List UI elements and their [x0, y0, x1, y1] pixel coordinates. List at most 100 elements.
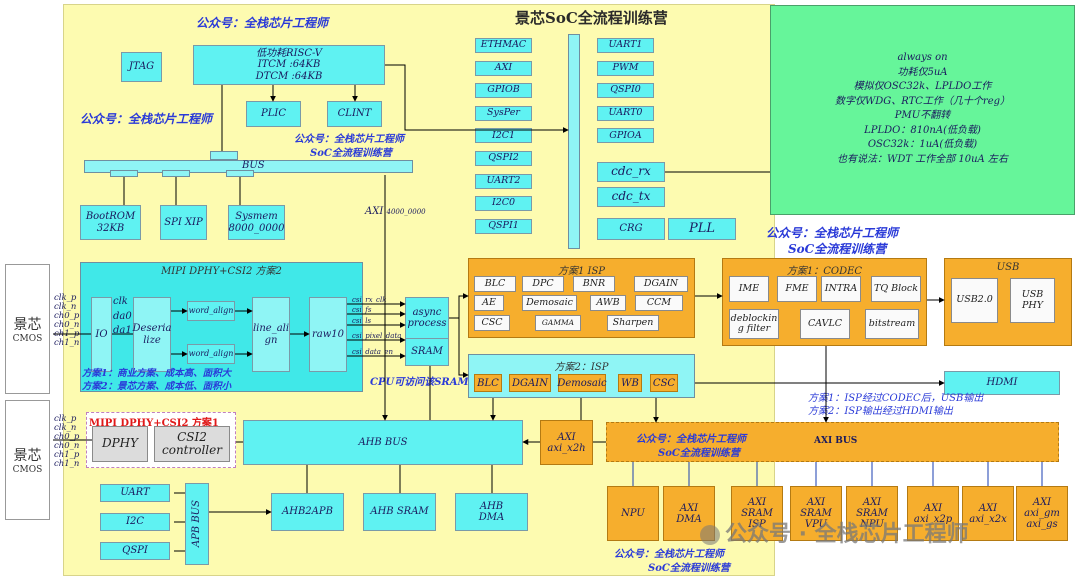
- watermark-axi1: 公众号：全栈芯片工程师: [636, 434, 746, 445]
- periph-ethmac: ETHMAC: [475, 38, 532, 53]
- watermark-left: 公众号：全栈芯片工程师: [80, 112, 213, 126]
- axi-master-line1: AXI: [862, 497, 882, 508]
- mipi-io: IO: [91, 297, 112, 372]
- periph-pwm: PWM: [597, 60, 654, 76]
- isp1-ccm: CCM: [635, 295, 683, 311]
- csi2-controller-block: CSI2 controller: [154, 426, 230, 462]
- axi-master-line1: AXI: [679, 502, 699, 514]
- usb-title: USB: [996, 262, 1020, 273]
- always-on-line: PMU不翻转: [894, 110, 951, 121]
- axi-bus-label: AXI BUS: [814, 436, 858, 446]
- diagram-title: 景芯SoC全流程训练营: [515, 9, 668, 27]
- ahb-dma-block: AHB DMA: [455, 493, 528, 531]
- sensor2-pin: ch1_p: [54, 450, 80, 460]
- bus-tap-1: [110, 170, 138, 177]
- mipi-note2: 方案2：景芯方案、成本低、面积小: [82, 381, 232, 392]
- usb2-block: USB2.0: [951, 278, 998, 323]
- bus-tap-2: [162, 170, 190, 177]
- apb-bus: APB BUS: [185, 483, 209, 565]
- sysmem-line1: Sysmem: [235, 211, 278, 223]
- bootrom-block: BootROM 32KB: [80, 205, 141, 240]
- sensor2-pin: ch0_p: [54, 432, 80, 442]
- axi-master-line2: axi_x2x: [969, 513, 1007, 525]
- watermark-isp1: 公众号：全栈芯片工程师: [766, 226, 899, 240]
- ahb-dma-line2: DMA: [478, 512, 505, 523]
- codec-block-item: CAVLC: [800, 309, 850, 339]
- apb-qspi: QSPI: [100, 542, 170, 560]
- crg-block: CRG: [597, 218, 665, 240]
- axi-master-line2: SRAM: [800, 508, 832, 519]
- codec-block-item: TQ Block: [871, 276, 921, 302]
- always-on-line: 数字仅WDG、RTC工作（几十个reg）: [834, 95, 1011, 107]
- wire-to-isp1: [458, 293, 469, 318]
- periph-axi: AXI: [475, 60, 532, 76]
- deserialize-block: Deseria lize: [133, 297, 171, 372]
- isp1-ae: AE: [474, 295, 504, 311]
- axi-master-line3: NPU: [860, 519, 884, 530]
- sram-block: SRAM: [405, 338, 449, 366]
- watermark-mid1: 公众号：全栈芯片工程师: [294, 134, 404, 145]
- ahb2apb-block: AHB2APB: [271, 493, 344, 531]
- axi-label: AXI 4000_0000: [365, 206, 426, 217]
- periph-i2c1: I2C1: [475, 128, 532, 144]
- async-process-block: async process: [405, 297, 449, 339]
- mipi-note1: 方案1：商业方案、成本高、面积大: [82, 368, 232, 379]
- cmos-sensor-2: 景芯 CMOS: [5, 400, 50, 520]
- isp2-blc: BLC: [474, 374, 502, 392]
- watermark-isp2: SoC全流程训练营: [788, 242, 887, 256]
- isp1-dpc: DPC: [522, 276, 564, 292]
- clint-block: CLINT: [327, 101, 382, 127]
- csi-signal: csi_rx_clk: [352, 296, 387, 304]
- cpu-access-note: CPU可访问该SRAM: [370, 377, 469, 388]
- codec-block-item: bitstream: [865, 309, 919, 339]
- bootrom-line1: BootROM: [85, 211, 136, 223]
- always-on-line: 功耗仅5uA: [897, 66, 948, 78]
- spi-xip-block: SPI XIP: [160, 205, 207, 240]
- axi-master-line1: AXI: [1032, 497, 1052, 508]
- axi-master-line2: SRAM: [856, 508, 888, 519]
- cpu-line1: 低功耗RISC-V: [256, 48, 322, 60]
- periph-uart1: UART1: [597, 38, 654, 53]
- axi-bus: [606, 422, 1059, 462]
- sensor1-sub: CMOS: [12, 334, 43, 344]
- mipi-pin-da0: da0: [113, 311, 132, 322]
- watermark-axi2: SoC全流程训练营: [658, 448, 740, 459]
- jtag-block: JTAG: [121, 52, 162, 82]
- mipi-pin-da1: da1: [113, 325, 132, 336]
- isp1-title: 方案1 ISP: [557, 266, 606, 277]
- axi-master-line2: axi_x2p: [913, 513, 953, 525]
- axi-x2h-block: AXI axi_x2h: [540, 420, 593, 465]
- logo-watermark: 公众号 · 全栈芯片工程师: [700, 516, 969, 548]
- raw10-block: raw10: [309, 297, 347, 372]
- watermark-mid2: SoC全流程训练营: [310, 148, 392, 159]
- periph-gpiob: GPIOB: [475, 83, 532, 99]
- axi-master-line1: AXI: [978, 502, 998, 514]
- periph-gpioa: GPIOA: [597, 128, 654, 144]
- sensor1-pin: ch0_p: [54, 311, 80, 321]
- sensor1-pin: clk_p: [54, 293, 77, 303]
- axi-master-wires: [632, 462, 1043, 486]
- isp1-gamma: GAMMA: [535, 315, 581, 331]
- axi-master-line1: AXI: [747, 497, 767, 508]
- isp1-sharpen: Sharpen: [607, 315, 659, 331]
- line-align-block: line_ali gn: [252, 297, 290, 372]
- ahb-dma-line1: AHB: [479, 500, 504, 512]
- axi-master-line3: axi_gs: [1026, 519, 1058, 530]
- axi-addr-text: 4000_0000: [386, 208, 426, 216]
- isp1-bnr: BNR: [573, 276, 615, 292]
- isp1-demosaic: Demosaic: [522, 295, 577, 311]
- logo-icon: [700, 525, 720, 545]
- periph-uart0: UART0: [597, 105, 654, 121]
- sysmem-line2: 8000_0000: [228, 222, 285, 234]
- cpu-line3: DTCM :64KB: [255, 70, 323, 82]
- bus-tap-3: [226, 170, 254, 177]
- always-on-line: LPLDO：810nA(低负载): [864, 124, 981, 136]
- mipi-pin-clk: clk: [113, 296, 128, 307]
- logo-text: 公众号 · 全栈芯片工程师: [725, 522, 969, 547]
